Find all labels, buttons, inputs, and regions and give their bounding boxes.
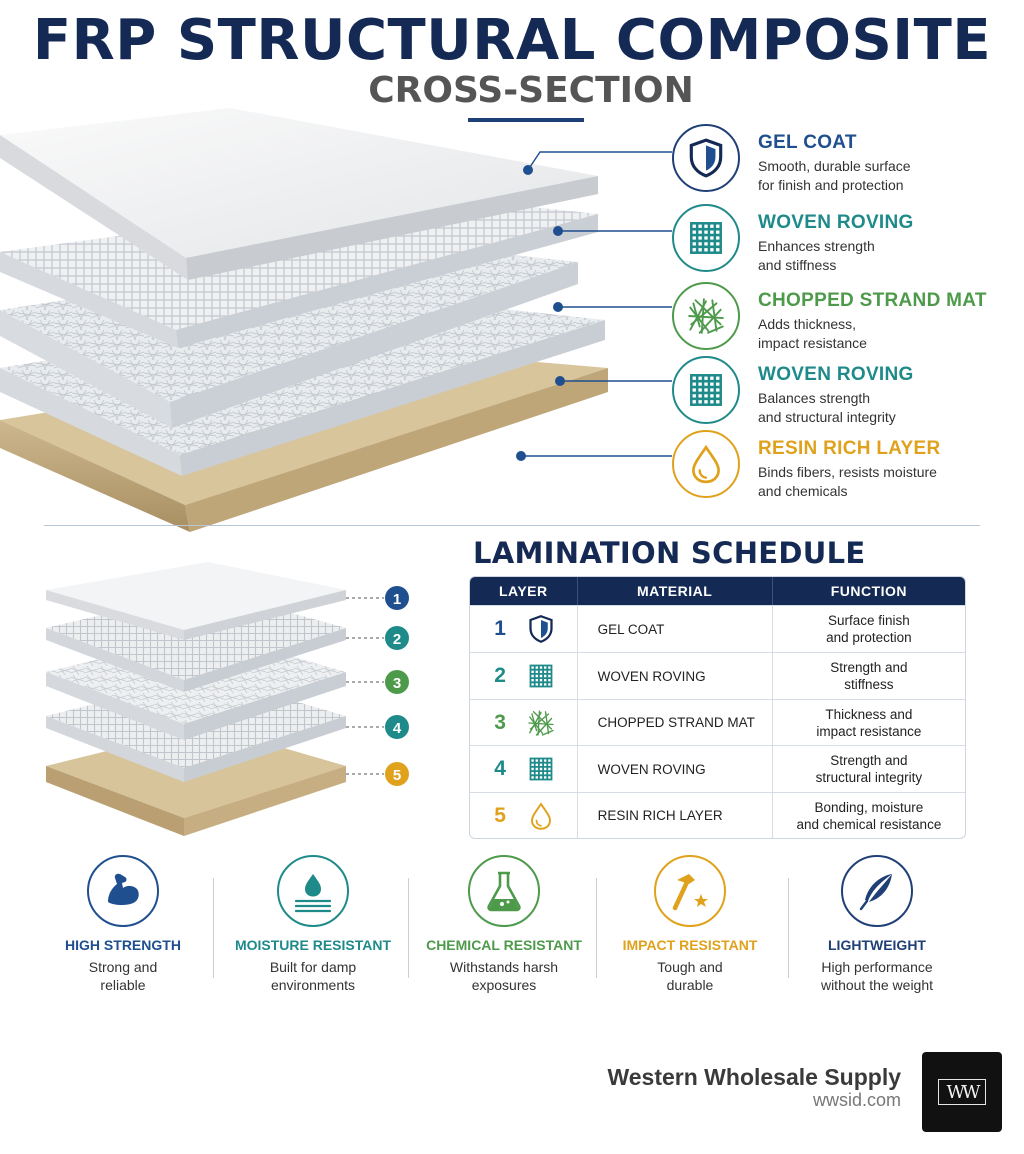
table-header: LAYER MATERIAL FUNCTION	[470, 577, 965, 605]
layer-name: WOVEN ROVING	[758, 212, 914, 233]
feature-separator	[596, 878, 597, 978]
mini-number-3: 3	[385, 670, 409, 694]
lamination-table: LAYER MATERIAL FUNCTION 1 GEL COAT Surfa…	[469, 576, 966, 839]
hammer-icon	[672, 874, 708, 911]
header-function: FUNCTION	[830, 583, 908, 599]
water-drop-icon	[294, 874, 332, 913]
brand-url: wwsid.com	[812, 1090, 901, 1110]
droplet-icon	[526, 801, 556, 831]
feature-separator	[408, 878, 409, 978]
layer-name: RESIN RICH LAYER	[758, 438, 941, 459]
strands-icon	[526, 708, 556, 738]
stack-layer-gel-coat	[0, 108, 598, 280]
strands-icon	[685, 295, 727, 337]
feature-separator	[788, 878, 789, 978]
layer-name: GEL COAT	[758, 132, 857, 153]
title-underline	[468, 118, 584, 122]
mini-number-5: 5	[385, 762, 409, 786]
mini-number-2: 2	[385, 626, 409, 650]
svg-text:5: 5	[393, 767, 401, 784]
header-layer: LAYER	[470, 577, 578, 605]
flask-icon	[487, 871, 521, 912]
svg-text:4: 4	[393, 720, 402, 737]
cross-section-illustration	[0, 108, 672, 532]
mini-number-4: 4	[385, 715, 409, 739]
page-title: FRP STRUCTURAL COMPOSITE	[32, 8, 992, 73]
mini-number-1: 1	[385, 586, 409, 610]
section-divider	[44, 525, 980, 526]
page-subtitle: CROSS-SECTION	[368, 70, 694, 111]
flexed-arm-icon	[108, 873, 139, 905]
svg-text:3: 3	[393, 675, 401, 692]
mini-layer-1	[46, 562, 346, 640]
feather-icon	[859, 874, 892, 911]
shield-icon	[685, 137, 727, 179]
exploded-stack-illustration: 1 2 3 4 5	[46, 562, 409, 836]
grid-icon	[526, 754, 556, 784]
brand-logo: WW	[922, 1052, 1002, 1132]
header-material: MATERIAL	[578, 577, 773, 605]
grid-icon	[685, 369, 727, 411]
feature-separator	[213, 878, 214, 978]
svg-text:2: 2	[393, 631, 401, 648]
schedule-title: LAMINATION SCHEDULE	[473, 536, 866, 570]
droplet-icon	[685, 443, 727, 485]
svg-text:1: 1	[393, 591, 401, 608]
layer-name: WOVEN ROVING	[758, 364, 914, 385]
shield-icon	[526, 614, 556, 644]
stack-layer-woven-upper	[0, 195, 598, 348]
stack-layer-chopped	[0, 245, 578, 428]
brand-name: Western Wholesale Supply	[607, 1064, 901, 1090]
layer-name: CHOPPED STRAND MAT	[758, 290, 987, 311]
grid-icon	[526, 661, 556, 691]
logo-mark: WW	[938, 1079, 986, 1105]
grid-icon	[685, 217, 727, 259]
